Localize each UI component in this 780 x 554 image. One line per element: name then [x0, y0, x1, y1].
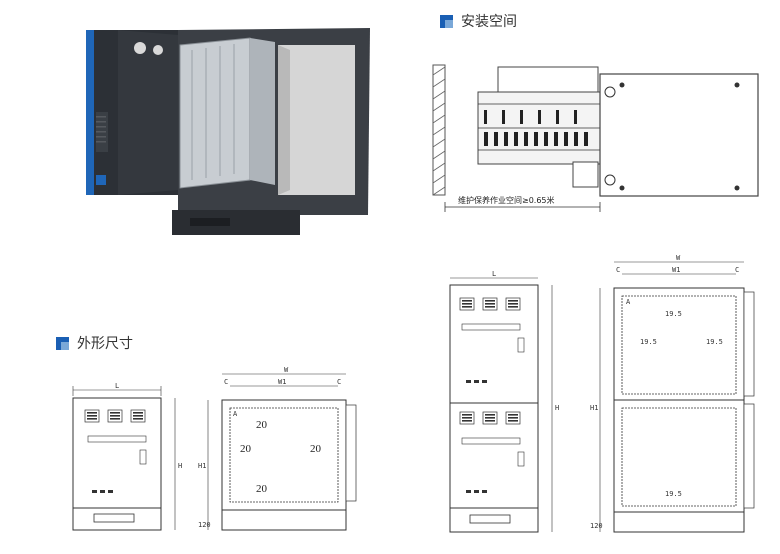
section-label-install-space: 安装空间: [461, 14, 517, 30]
dim-C-tall-left: C: [616, 266, 620, 274]
section-label-dimensions: 外形尺寸: [77, 336, 133, 352]
dim-W1-small: W1: [278, 378, 286, 386]
dim-W-small: W: [284, 366, 289, 374]
section-marker-icon: [440, 14, 453, 28]
dim-A-tall: A: [626, 298, 631, 306]
dim-W1-tall: W1: [672, 266, 680, 274]
dim-20-bottom: 20: [256, 483, 268, 495]
dim-19-5-right: 19.5: [706, 338, 723, 346]
dim-20-left: 20: [240, 443, 252, 455]
dim-120-tall: 120: [590, 522, 603, 530]
section-title-install-space: 安装空间: [440, 11, 517, 31]
dim-C-tall-right: C: [735, 266, 739, 274]
dim-19-5-left: 19.5: [640, 338, 657, 346]
section-marker-icon: [56, 336, 69, 350]
dim-19-5-bottom: 19.5: [665, 490, 682, 498]
dim-C-small-left: C: [224, 378, 228, 386]
dim-120-small: 120: [198, 521, 211, 529]
section-title-dimensions: 外形尺寸: [56, 333, 133, 353]
dim-C-small-right: C: [337, 378, 341, 386]
dim-W-tall: W: [676, 254, 681, 262]
maintenance-space-note: 维护保养作业空间≥0.65米: [458, 196, 555, 205]
dim-20-right: 20: [310, 443, 322, 455]
dim-H-tall: H: [555, 404, 559, 412]
dim-H-small: H: [178, 462, 182, 470]
dim-20-top: 20: [256, 419, 268, 431]
dim-19-5-top: 19.5: [665, 310, 682, 318]
dim-L-tall: L: [492, 270, 496, 278]
dim-H1-small: H1: [198, 462, 206, 470]
dim-L-small: L: [115, 382, 119, 390]
dim-H1-tall: H1: [590, 404, 598, 412]
dim-A-small: A: [233, 410, 238, 418]
